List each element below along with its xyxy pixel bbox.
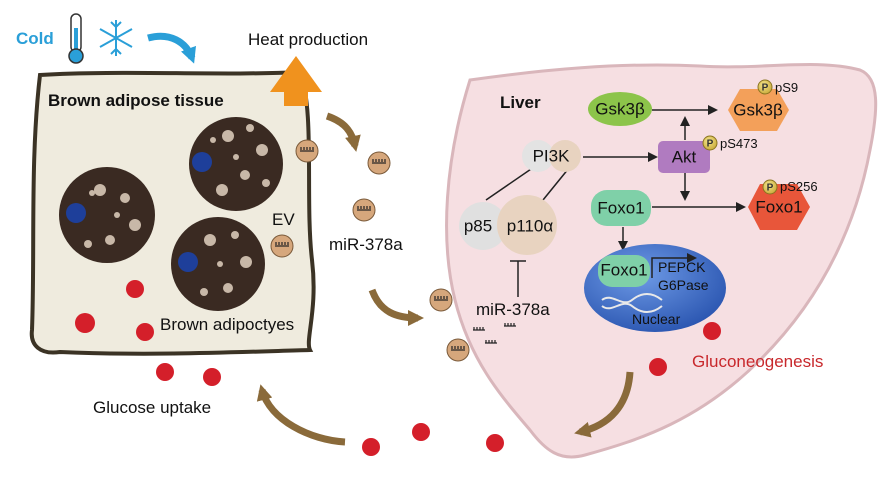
heat-arrow (270, 56, 322, 106)
foxo1-nuclear-node (598, 255, 650, 287)
glucose-release-arrow (574, 371, 634, 438)
foxo1-phospho-node: Foxo1 (748, 184, 810, 230)
svg-text:P: P (707, 139, 714, 150)
pi3k-node: PI3K (522, 140, 581, 172)
ev-secretion-arrow (325, 112, 361, 152)
mir-inhibition (510, 260, 526, 297)
p85-p110a-complex: p85 p110α (459, 195, 557, 255)
glucose-uptake-label: Glucose uptake (93, 398, 211, 417)
glucose-uptake-arrow (256, 384, 346, 446)
svg-text:Akt: Akt (672, 147, 697, 166)
ps473-label: pS473 (720, 136, 758, 151)
foxo1-node: Foxo1 (591, 190, 651, 226)
phospho-badge: P (757, 79, 773, 95)
phospho-badge: P (702, 135, 718, 151)
pi3k-p110a-link (542, 167, 570, 201)
ev-vesicle (295, 139, 319, 163)
svg-text:PI3K: PI3K (533, 146, 571, 165)
ev-transport-arrow (368, 288, 424, 326)
svg-text:Gsk3β: Gsk3β (733, 100, 783, 119)
cold-label: Cold (16, 29, 54, 48)
pepck-label: PEPCK (658, 259, 706, 275)
foxo1-nuclear-label: Foxo1 (600, 260, 647, 279)
ev-vesicle (270, 234, 294, 258)
svg-text:P: P (767, 183, 774, 194)
liver-label: Liver (500, 93, 541, 112)
thermometer-icon (68, 13, 84, 64)
nucleus: Foxo1 PEPCK G6Pase Nuclear (584, 244, 726, 332)
cold-arrow (147, 32, 196, 64)
adipocyte-cell (59, 167, 155, 263)
adipocyte-cell (189, 117, 283, 211)
g6pase-label: G6Pase (658, 277, 709, 293)
svg-text:Foxo1: Foxo1 (755, 197, 802, 216)
gluconeogenesis-label: Gluconeogenesis (692, 352, 823, 371)
phospho-badge: P (762, 179, 778, 195)
heat-production-label: Heat production (248, 30, 368, 49)
svg-text:p85: p85 (464, 216, 492, 235)
ev-vesicle (429, 288, 453, 312)
adipocyte-cell (171, 217, 265, 311)
ev-label: EV (272, 210, 295, 229)
transcription-arrow (651, 253, 697, 278)
ev-vesicle (446, 338, 470, 362)
brown-adipocytes-label: Brown adipoctyes (160, 315, 294, 334)
brown-adipose-tissue-label: Brown adipose tissue (48, 91, 224, 110)
pi3k-p85-link (485, 166, 535, 201)
glucose-dot (75, 280, 721, 456)
snowflake-icon (99, 20, 133, 56)
akt-node: Akt (658, 141, 710, 173)
ev-vesicle (352, 198, 376, 222)
dna-helix-icon (601, 293, 663, 313)
gsk3b-node: Gsk3β (588, 92, 652, 126)
ps256-label: pS256 (780, 179, 818, 194)
nuclear-label: Nuclear (632, 311, 681, 327)
gsk3b-phospho-node: Gsk3β (728, 89, 789, 131)
svg-text:Foxo1: Foxo1 (597, 198, 644, 217)
ps9-label: pS9 (775, 80, 798, 95)
mir-378a-mid-label: miR-378a (329, 235, 403, 254)
ev-vesicle (367, 151, 391, 175)
svg-text:P: P (762, 83, 769, 94)
mir-378a-liver-label: miR-378a (476, 300, 550, 319)
svg-text:Gsk3β: Gsk3β (595, 99, 645, 118)
svg-text:p110α: p110α (507, 216, 554, 235)
